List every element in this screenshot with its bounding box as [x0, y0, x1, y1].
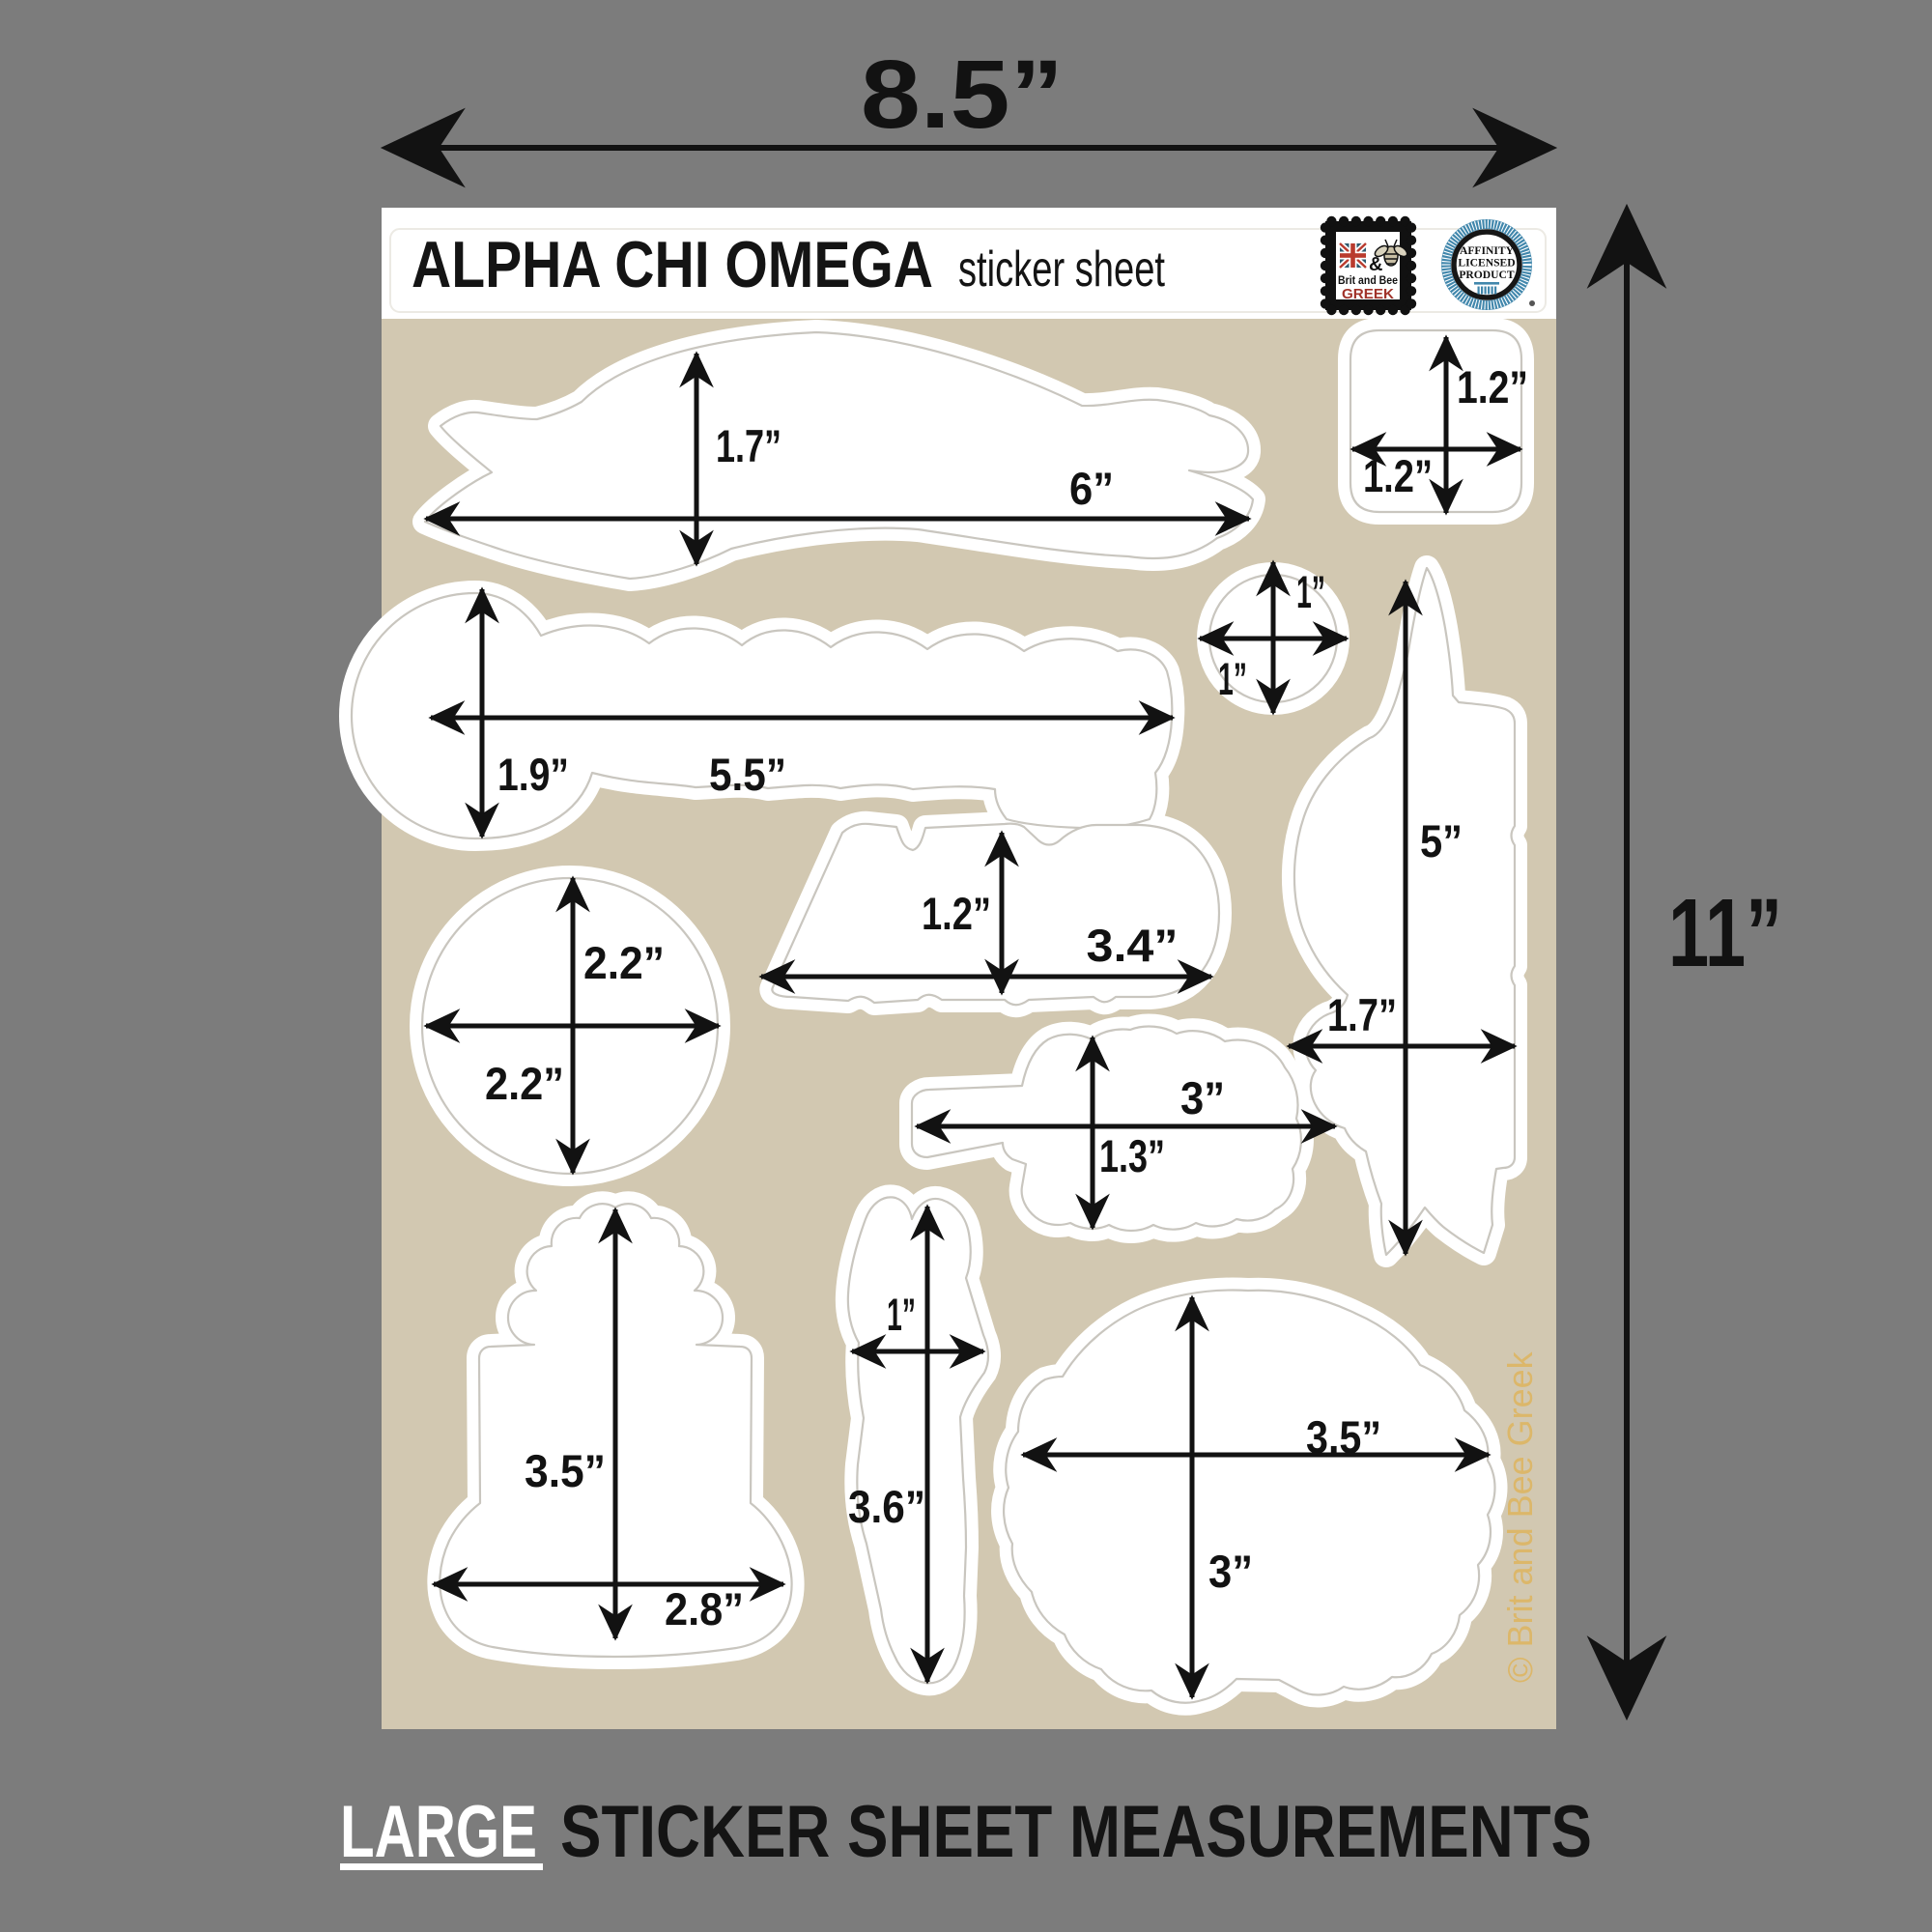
svg-text:3.5”: 3.5”: [1306, 1411, 1381, 1463]
svg-text:sticker sheet: sticker sheet: [958, 242, 1165, 298]
svg-text:LICENSED: LICENSED: [1458, 257, 1515, 270]
svg-text:ALPHA CHI OMEGA: ALPHA CHI OMEGA: [412, 228, 933, 301]
svg-text:1.7”: 1.7”: [716, 420, 781, 471]
svg-text:© Brit and Bee Greek: © Brit and Bee Greek: [1500, 1350, 1540, 1683]
svg-text:2.2”: 2.2”: [583, 937, 665, 988]
svg-text:1.2”: 1.2”: [1457, 361, 1528, 412]
svg-text:1.2”: 1.2”: [922, 888, 991, 939]
svg-text:GREEK: GREEK: [1342, 287, 1395, 302]
svg-text:1.7”: 1.7”: [1327, 989, 1397, 1040]
svg-text:3.6”: 3.6”: [848, 1481, 925, 1532]
svg-text:PRODUCT: PRODUCT: [1459, 269, 1515, 281]
svg-text:5”: 5”: [1420, 815, 1463, 867]
svg-text:6”: 6”: [1069, 463, 1114, 514]
svg-text:1”: 1”: [1296, 566, 1325, 617]
svg-text:1.9”: 1.9”: [497, 749, 569, 800]
svg-text:&: &: [1369, 254, 1382, 275]
svg-text:1”: 1”: [1218, 653, 1247, 704]
svg-text:LARGE: LARGE: [340, 1791, 537, 1873]
svg-text:5.5”: 5.5”: [709, 749, 786, 800]
svg-text:3.4”: 3.4”: [1087, 920, 1179, 971]
svg-text:1”: 1”: [887, 1289, 916, 1340]
svg-text:Brit and Bee: Brit and Bee: [1338, 273, 1398, 287]
svg-text:STICKER SHEET MEASUREMENTS: STICKER SHEET MEASUREMENTS: [560, 1791, 1592, 1873]
svg-text:2.2”: 2.2”: [485, 1058, 564, 1109]
svg-text:3.5”: 3.5”: [525, 1445, 606, 1496]
svg-text:3”: 3”: [1180, 1072, 1225, 1123]
svg-text:2.8”: 2.8”: [665, 1583, 744, 1634]
svg-text:1.3”: 1.3”: [1099, 1130, 1165, 1181]
svg-text:11”: 11”: [1668, 879, 1782, 987]
svg-text:3”: 3”: [1208, 1546, 1253, 1597]
svg-text:1.2”: 1.2”: [1363, 450, 1433, 501]
svg-text:AFFINITY: AFFINITY: [1460, 244, 1515, 257]
svg-text:8.5”: 8.5”: [861, 41, 1064, 149]
